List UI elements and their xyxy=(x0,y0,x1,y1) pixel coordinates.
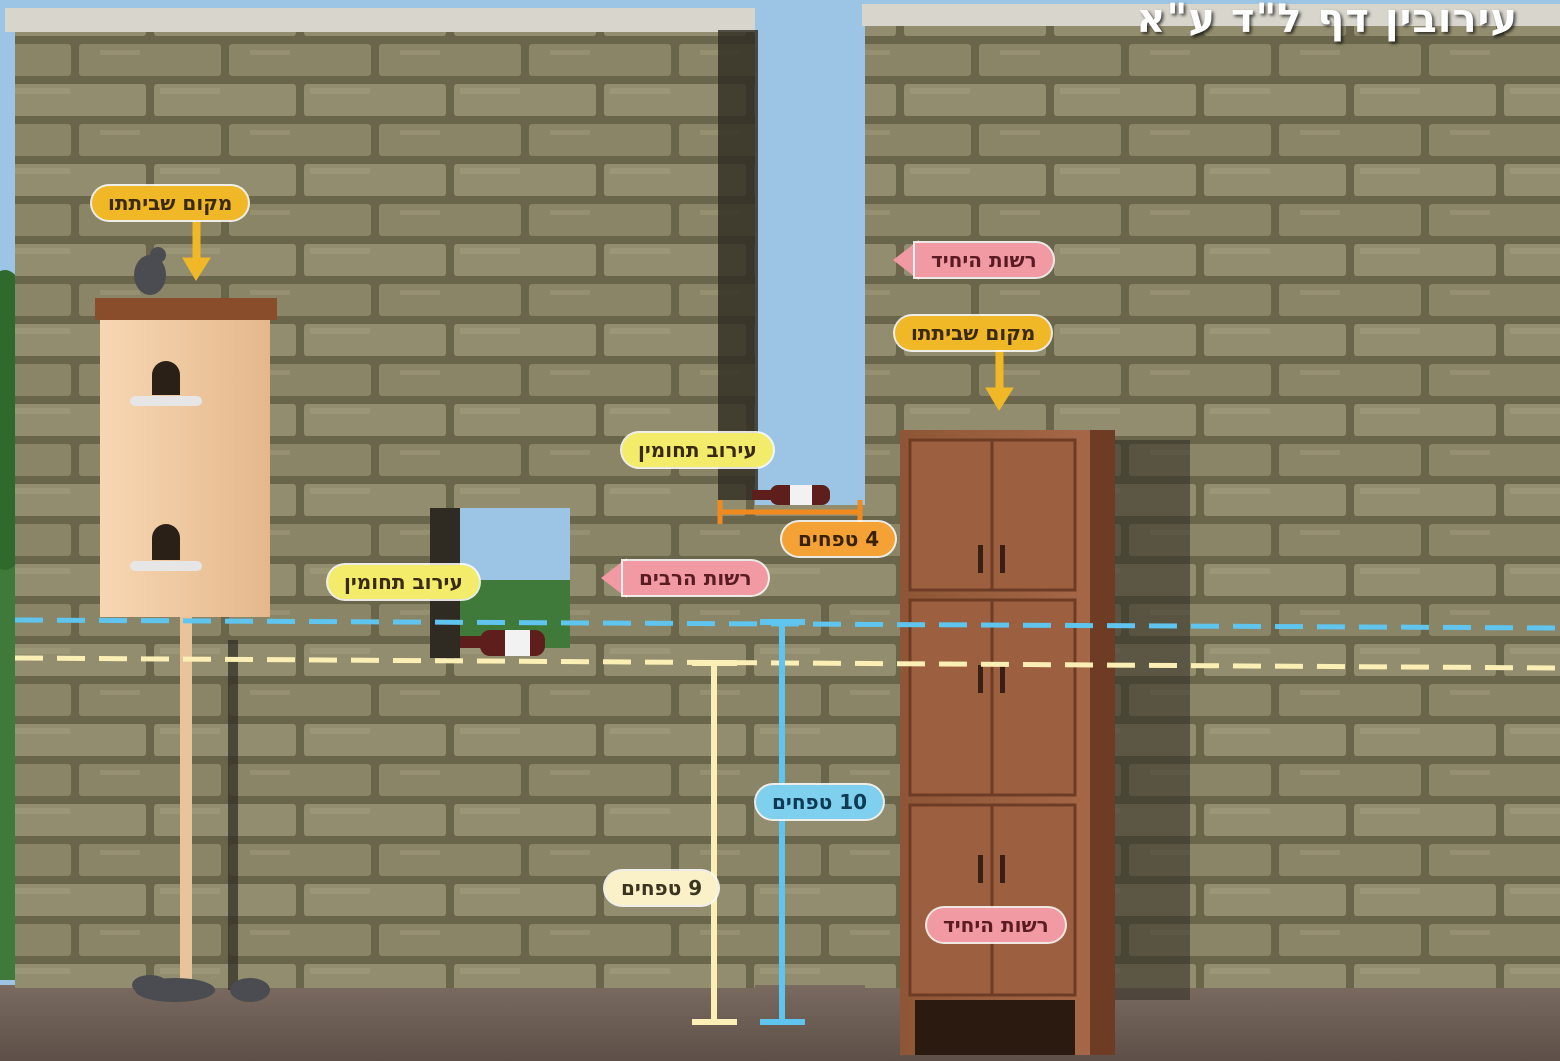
label-private-lower: רשות היחיד xyxy=(927,908,1065,942)
label-eruv-lower: עירוב תחומין xyxy=(328,565,479,599)
label-measure-10: 10 טפחים xyxy=(756,785,883,819)
page-title: עירובין דף ל"ד ע"א xyxy=(1136,0,1518,42)
label-measure-4: 4 טפחים xyxy=(782,522,895,556)
label-private-upper: רשות היחיד xyxy=(915,243,1053,277)
label-place-left: מקום שביתתו xyxy=(92,186,248,220)
label-eruv-upper: עירוב תחומין xyxy=(622,433,773,467)
cabinet xyxy=(900,430,1115,1055)
label-measure-9: 9 טפחים xyxy=(605,871,718,905)
label-place-right: מקום שביתתו xyxy=(895,316,1051,350)
label-public: רשות הרבים xyxy=(623,561,768,595)
wall-gap xyxy=(755,0,865,505)
